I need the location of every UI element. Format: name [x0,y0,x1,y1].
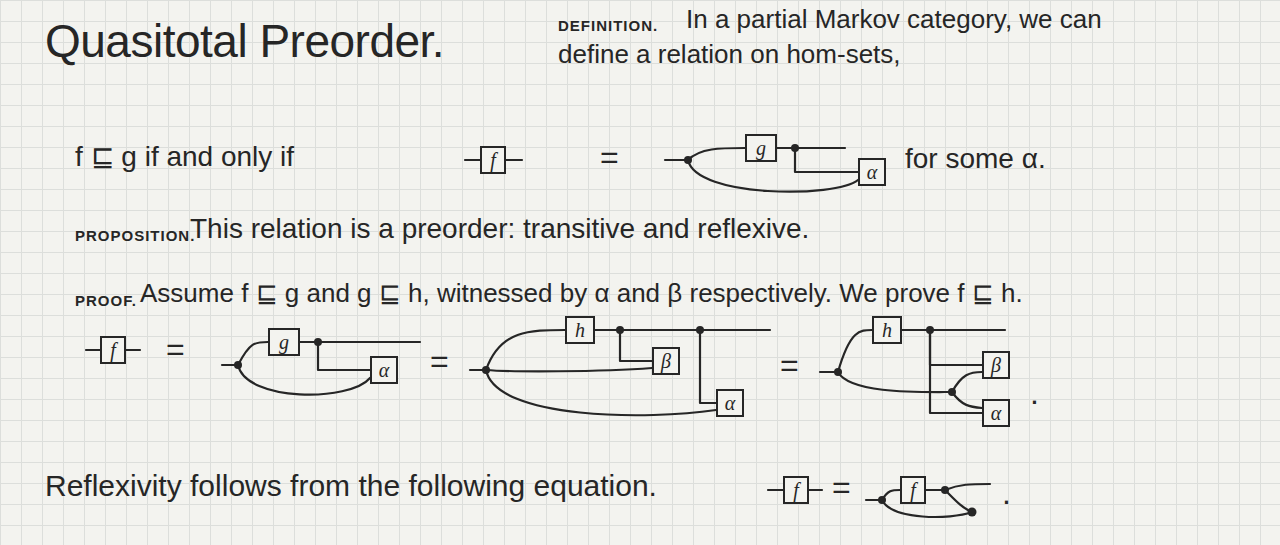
morphism-box: α [858,158,886,186]
period: . [1030,372,1039,415]
relation-statement: f ⊑ g if and only if [75,138,294,176]
box-label: α [867,162,878,182]
box-label: h [575,320,585,340]
box-label: β [661,351,671,371]
wire [595,330,716,403]
section-heading: PROOF. [75,291,137,311]
box-label: α [725,393,736,413]
morphism-box: β [982,351,1010,379]
morphism-box: h [565,316,595,344]
morphism-box: α [370,356,398,384]
equals-sign: = [166,328,185,371]
wire [595,330,652,361]
box-label: g [756,138,766,158]
box-label: f [793,480,799,500]
definition-text: for some α. [905,140,1046,178]
morphism-box: α [716,389,744,417]
equals-sign: = [430,340,449,383]
morphism-box: f [900,476,926,504]
period: . [1002,472,1011,515]
box-label: α [991,403,1002,423]
equals-sign: = [780,344,799,387]
morphism-box: β [652,347,680,375]
wire [902,330,982,365]
reflexivity-text: Reflexivity follows from the following e… [45,466,657,507]
wire [902,330,982,413]
box-label: g [279,332,289,352]
box-label: h [882,320,892,340]
morphism-box: f [480,146,506,174]
equals-sign: = [600,136,619,179]
box-label: f [110,340,116,360]
box-label: f [490,150,496,170]
section-heading: PROPOSITION. [75,226,195,246]
morphism-box: h [872,316,902,344]
morphism-box: g [745,134,777,162]
box-label: f [910,480,916,500]
morphism-box: g [268,328,300,356]
title: Quasitotal Preorder. [45,10,444,72]
proof-text: Assume f ⊑ g and g ⊑ h, witnessed by α a… [140,276,1260,311]
wire [777,148,858,172]
definition-text: In a partial Markov category, we can def… [558,2,1118,72]
morphism-box: f [783,476,809,504]
proposition-text: This relation is a preorder: transitive … [190,210,809,248]
box-label: α [379,360,390,380]
equals-sign: = [832,466,851,509]
morphism-box: α [982,399,1010,427]
box-label: β [991,355,1001,375]
section-heading: DEFINITION. [558,16,658,36]
wire [300,342,370,370]
morphism-box: f [100,336,126,364]
